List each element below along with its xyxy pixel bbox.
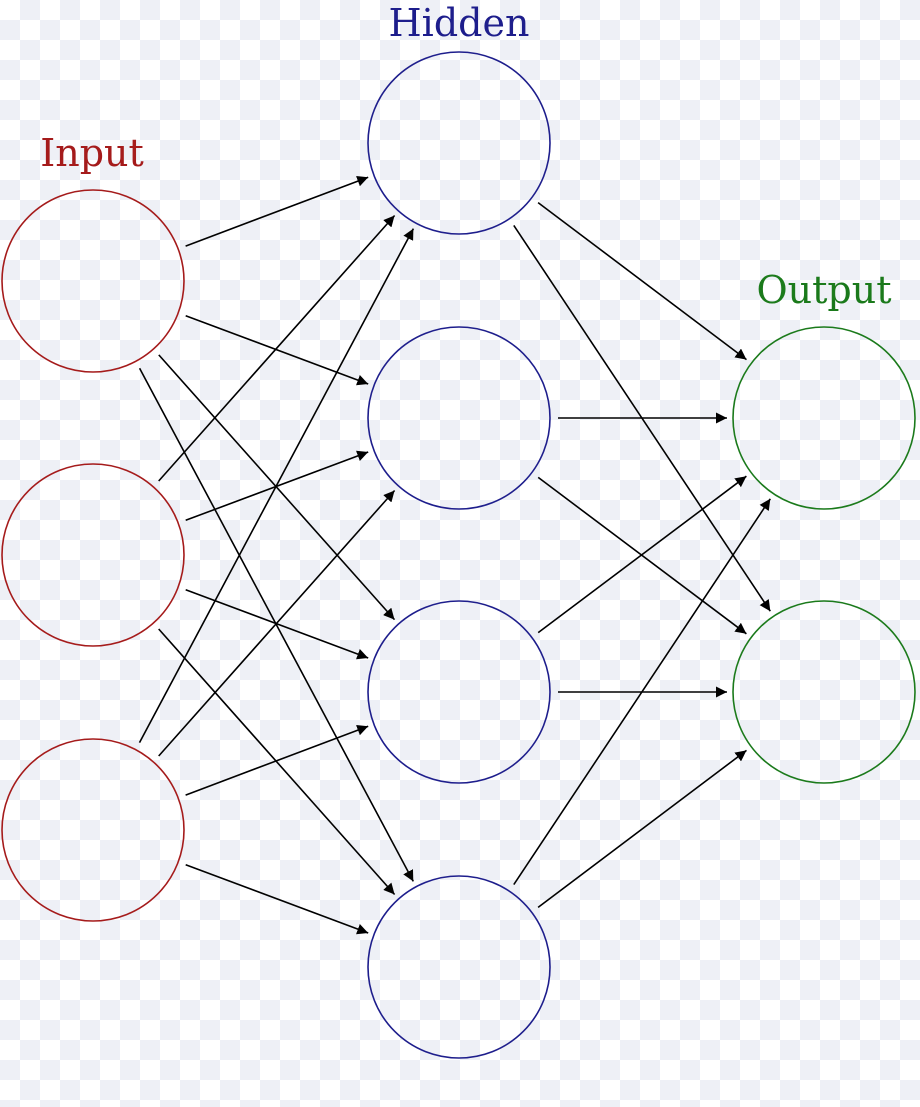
edge-hidden-4-to-output-1: [513, 498, 771, 886]
output-neuron-1: [732, 326, 916, 510]
edge-input-3-to-hidden-4: [185, 863, 369, 935]
edge-hidden-2-to-output-2: [537, 476, 747, 635]
connections: [138, 175, 771, 935]
edge-input-1-to-hidden-2: [185, 314, 369, 386]
edge-hidden-4-to-output-2: [537, 749, 747, 909]
hidden-layer-label: Hidden: [389, 1, 530, 45]
edge-input-1-to-hidden-1: [185, 175, 369, 247]
input-neuron-1: [1, 189, 185, 373]
edge-input-2-to-hidden-1: [158, 214, 396, 482]
edge-hidden-1-to-output-1: [537, 201, 747, 361]
hidden-neuron-3: [367, 600, 551, 784]
edge-input-1-to-hidden-3: [158, 354, 396, 621]
edge-input-1-to-hidden-4: [138, 367, 415, 882]
edge-hidden-3-to-output-1: [537, 475, 747, 634]
input-neuron-2: [1, 463, 185, 647]
hidden-neuron-1: [367, 51, 551, 235]
input-neuron-3: [1, 738, 185, 922]
edge-input-3-to-hidden-3: [185, 724, 369, 796]
input-layer-label: Input: [40, 131, 144, 175]
hidden-neuron-4: [367, 875, 551, 1059]
edge-input-3-to-hidden-1: [138, 228, 415, 743]
edge-input-3-to-hidden-2: [158, 489, 396, 757]
hidden-neuron-2: [367, 326, 551, 510]
edge-input-2-to-hidden-4: [158, 628, 396, 896]
output-layer-label: Output: [757, 268, 892, 312]
output-neuron-2: [732, 600, 916, 784]
neurons: [1, 51, 916, 1059]
